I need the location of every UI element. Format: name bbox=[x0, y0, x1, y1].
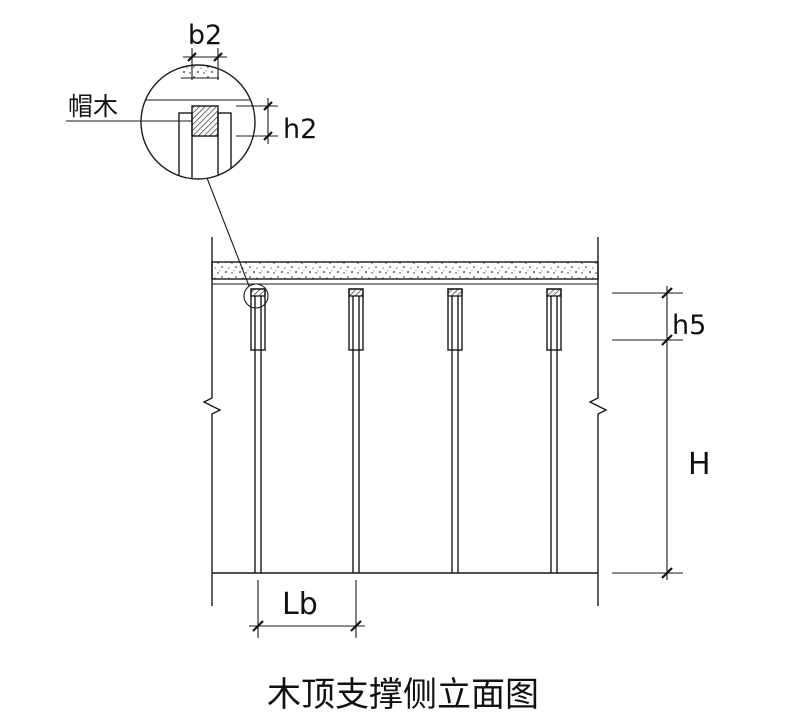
cap-wood bbox=[546, 288, 562, 297]
h2-label: h2 bbox=[283, 114, 317, 145]
cap-wood bbox=[447, 288, 463, 297]
b2-tick-left bbox=[187, 52, 197, 62]
clamp-boards bbox=[546, 288, 562, 351]
Lb-tick-left bbox=[252, 620, 264, 632]
H-tick-bottom bbox=[661, 567, 673, 579]
clamp-boards bbox=[250, 288, 266, 351]
concrete-slab bbox=[211, 261, 599, 280]
h5-tick-top bbox=[661, 287, 673, 299]
detail-callout: b2 帽木 h2 bbox=[66, 20, 317, 287]
detail-slab-hatch bbox=[181, 65, 219, 78]
vertical-dimensions: h5 H bbox=[612, 286, 711, 580]
Lb-dimension: Lb bbox=[249, 580, 365, 638]
shore-post-3 bbox=[447, 288, 463, 573]
Lb-label: Lb bbox=[282, 587, 318, 622]
h2-tick-bottom bbox=[263, 131, 273, 141]
cap-wood-label: 帽木 bbox=[68, 92, 118, 121]
cap-wood bbox=[250, 288, 266, 297]
b2-tick-right bbox=[213, 52, 223, 62]
h5-label: h5 bbox=[672, 310, 706, 341]
main-elevation bbox=[202, 237, 608, 606]
h5-tick-bottom bbox=[661, 334, 673, 346]
detail-circle bbox=[140, 64, 256, 180]
h2-dimension: h2 bbox=[236, 98, 317, 145]
b2-dimension: b2 bbox=[183, 20, 227, 80]
detail-cap-wood bbox=[191, 105, 219, 137]
clamp-boards bbox=[348, 288, 364, 351]
cap-wood-callout: 帽木 bbox=[66, 92, 192, 122]
left-wall-with-break bbox=[202, 237, 222, 606]
detail-left-clamp-board bbox=[178, 112, 193, 179]
H-label: H bbox=[688, 447, 711, 482]
h2-tick-top bbox=[263, 101, 273, 111]
shore-post-1 bbox=[250, 288, 266, 573]
shore-post-2 bbox=[348, 288, 364, 573]
cap-wood bbox=[348, 288, 364, 297]
detail-right-clamp-board bbox=[217, 112, 232, 179]
b2-label: b2 bbox=[188, 20, 222, 51]
clamp-boards bbox=[447, 288, 463, 351]
shore-posts bbox=[250, 288, 562, 573]
right-wall-with-break bbox=[588, 237, 608, 606]
drawing-title: 木顶支撑侧立面图 bbox=[267, 675, 539, 715]
Lb-tick-right bbox=[350, 620, 362, 632]
detail-contents bbox=[141, 65, 255, 179]
shore-post-4 bbox=[546, 288, 562, 573]
detail-marker-circle bbox=[243, 283, 269, 309]
